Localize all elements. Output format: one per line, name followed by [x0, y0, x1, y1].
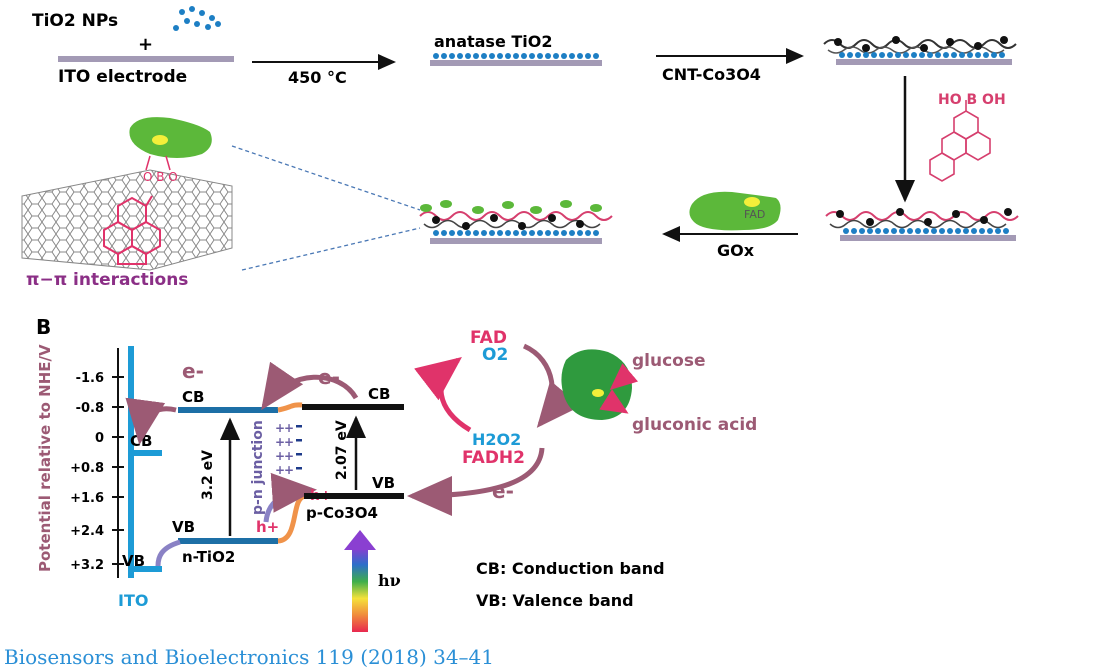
svg-text:+: + [284, 421, 294, 435]
electron-label-2: e- [318, 365, 340, 389]
graphene-pyrene-zoom: O B O [21, 117, 233, 271]
svg-text:+: + [284, 463, 294, 477]
junction-charges: ++ ++ ++ ++ [275, 421, 302, 477]
step-cnt-co3o4 [823, 36, 1017, 65]
fad-cycle: FAD O2 H2O2 FADH2 [414, 328, 581, 468]
y-tick-label: +3.2 [70, 558, 104, 573]
svg-text:+: + [275, 435, 285, 449]
pi-pi-label: π−π interactions [26, 270, 188, 290]
cycle-arrow-up [414, 356, 472, 433]
y-tick-label: 0 [95, 431, 104, 446]
svg-text:+: + [275, 421, 285, 435]
ito-electrode-bar [58, 56, 234, 62]
gox-enzyme-icon: FAD [689, 191, 781, 231]
cycle-arrow-down [522, 343, 581, 428]
svg-text:+: + [275, 463, 285, 477]
tio2-label: n-TiO2 [182, 548, 235, 566]
step-pyrene-modified [825, 208, 1019, 241]
svg-text:+: + [284, 435, 294, 449]
ito-vb-label: VB [122, 552, 145, 570]
panel-b-label: B [36, 315, 51, 339]
pyrene-boronic-acid-molecule [929, 100, 991, 182]
pyrene-core [103, 195, 161, 265]
cnt-co3o4-label: CNT-Co3O4 [662, 65, 761, 84]
hole-label-1: h+ [256, 518, 279, 536]
tio2-nps-label: TiO2 NPs [32, 11, 118, 31]
step-ito-tio2: TiO2 NPs + ITO electrode [32, 6, 234, 87]
co3o4-vb-label: VB [372, 474, 395, 492]
gox-label: GOx [717, 241, 755, 260]
legend-cb: CB: Conduction band [476, 559, 665, 578]
tio2-cb-label: CB [182, 388, 204, 406]
ito-label: ITO [118, 591, 148, 610]
cycle-fadh2-label: FADH2 [462, 448, 525, 468]
zoom-line-top [231, 145, 421, 211]
enzyme-bound-icon [129, 117, 212, 158]
ito-column: CB VB ITO [118, 346, 162, 610]
cycle-o2-label: O2 [482, 345, 508, 365]
plus-sign: + [138, 34, 153, 55]
vb-junction-link [277, 493, 307, 544]
electron-label-3: e- [492, 479, 514, 503]
co3o4-gap-label: 2.07 eV [334, 420, 350, 480]
tio2-nps-dots-icon [173, 6, 221, 31]
gox-glucose-icon [561, 349, 639, 420]
ito-vb-path [155, 539, 181, 567]
citation: Biosensors and Bioelectronics 119 (2018)… [4, 645, 494, 669]
svg-text:+: + [284, 449, 294, 463]
anatase-layer [433, 53, 599, 59]
light-arrow: hν [344, 530, 401, 632]
electron-label-1: e- [182, 359, 204, 383]
step-anatase: anatase TiO2 [430, 32, 602, 66]
tio2-gap-label: 3.2 eV [200, 450, 216, 500]
boronic-acid-label: HO B OH [938, 92, 1006, 108]
hole-path [263, 472, 317, 523]
y-tick-label: -0.8 [76, 401, 104, 416]
hv-label: hν [378, 571, 401, 590]
tio2-vb-label: VB [172, 518, 195, 536]
co3o4-bands: CB VB p-Co3O4 2.07 eV [302, 385, 404, 522]
y-tick-label: +0.8 [70, 461, 104, 476]
step-final-electrode [419, 200, 613, 244]
electron-path-junction [261, 361, 359, 411]
ito-electrode-label: ITO electrode [58, 67, 187, 87]
anatase-label: anatase TiO2 [434, 32, 553, 51]
electron-path-ito [125, 397, 177, 445]
boronate-label: O B O [143, 170, 178, 184]
cycle-fad-label: FAD [470, 328, 507, 348]
zoom-line-bottom [241, 227, 421, 271]
tio2-bands: CB VB n-TiO2 3.2 eV [172, 388, 278, 566]
potential-axis: -1.6 -0.8 0 +0.8 +1.6 +2.4 +3.2 Potentia… [36, 344, 124, 578]
electron-path-cycle [407, 447, 545, 516]
fad-label: FAD [744, 208, 765, 221]
cb-junction-link [277, 402, 303, 413]
cycle-h2o2-label: H2O2 [472, 430, 521, 449]
legend-vb: VB: Valence band [476, 591, 634, 610]
svg-text:+: + [275, 449, 285, 463]
y-tick-label: -1.6 [76, 371, 104, 386]
y-axis-title: Potential relative to NHE/V [36, 344, 54, 572]
gluconic-acid-label: gluconic acid [632, 415, 757, 435]
temperature-label: 450 °C [288, 68, 347, 87]
co3o4-cb-label: CB [368, 385, 390, 403]
y-tick-label: +2.4 [70, 524, 104, 539]
glucose-label: glucose [632, 351, 706, 371]
y-tick-label: +1.6 [70, 491, 104, 506]
pn-junction-label: p-n junction [250, 420, 266, 515]
anatase-electrode-bar [430, 60, 602, 66]
co3o4-label: p-Co3O4 [306, 504, 378, 522]
